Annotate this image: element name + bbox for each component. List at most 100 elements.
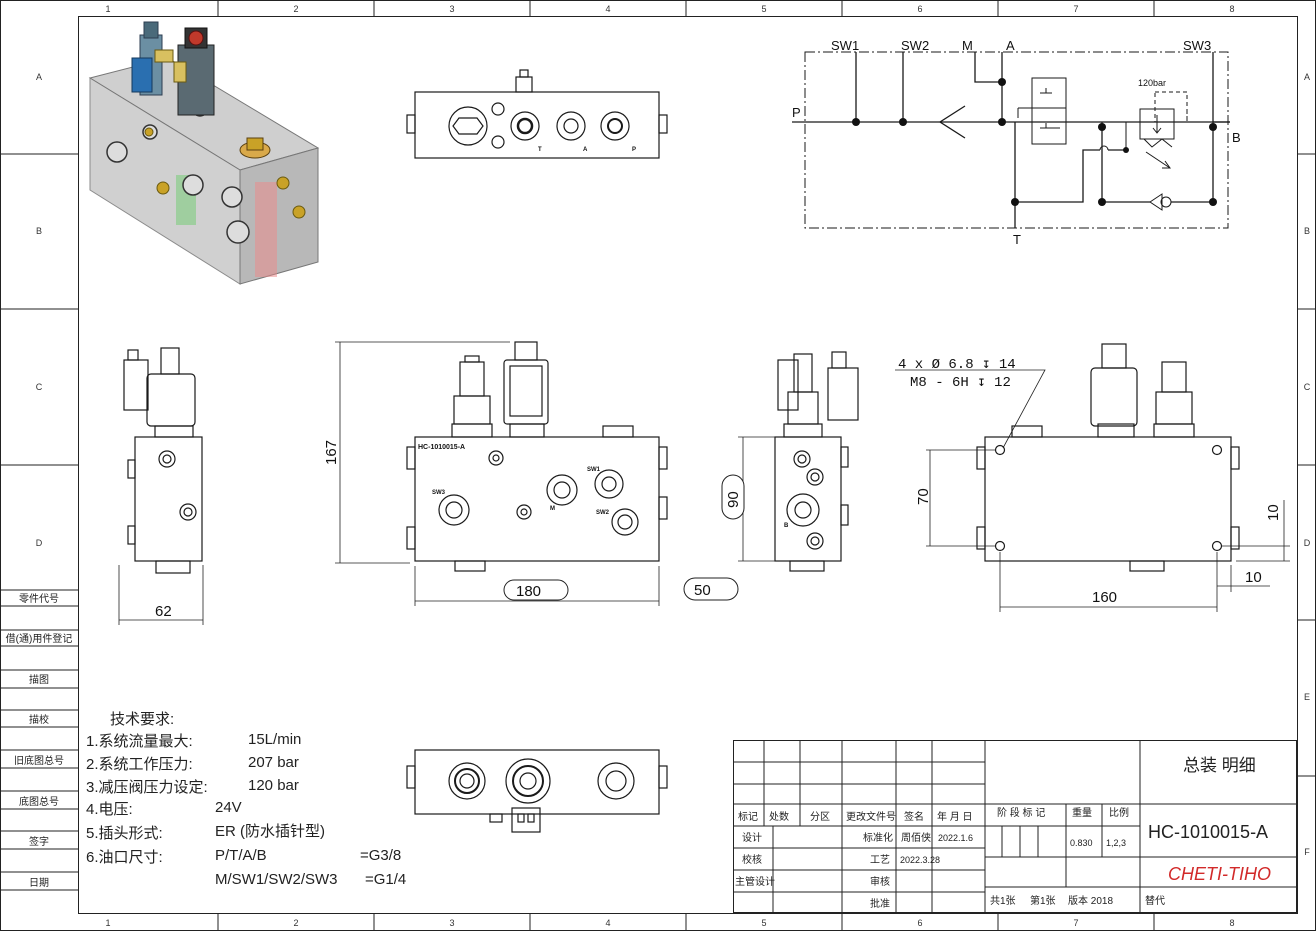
- port-size-1: =G3/8: [360, 847, 401, 864]
- row-label: B: [36, 226, 42, 236]
- strip-label: 旧底图总号: [14, 754, 64, 767]
- sheets-total: 共1张: [990, 895, 1016, 907]
- strip-label: 借(通)用件登记: [6, 632, 73, 645]
- dim-160: 160: [1092, 589, 1117, 606]
- col-label: 8: [1229, 918, 1234, 928]
- dim-50: 50: [694, 582, 711, 599]
- row-labels: A B C D A B C D E F: [36, 72, 1311, 857]
- hole-spec-line2: M8 - 6H ↧ 12: [910, 375, 1011, 391]
- row-label: A: [1304, 72, 1310, 82]
- col-label: 2: [293, 918, 298, 928]
- tech-value: P/T/A/B: [215, 847, 267, 864]
- brand-name: CHETI-TIHO: [1168, 864, 1271, 884]
- col-label: 3: [449, 918, 454, 928]
- tech-value: 24V: [215, 799, 242, 816]
- row-label: B: [1304, 226, 1310, 236]
- dim-180: 180: [516, 583, 541, 600]
- tech-label: 6.油口尺寸:: [86, 849, 163, 866]
- sw1-label: SW1: [831, 38, 859, 53]
- port-label-b: B: [784, 523, 789, 529]
- b-label: B: [1232, 130, 1241, 145]
- drawing-name: 总装 明细: [1183, 756, 1256, 775]
- schematic-junctions: [852, 78, 1217, 206]
- weight-label: 重量: [1072, 806, 1092, 819]
- dim-90: 90: [725, 491, 742, 508]
- sw3-label: SW3: [1183, 38, 1211, 53]
- pressure-label: 120bar: [1138, 78, 1166, 88]
- tech-title: 技术要求:: [110, 711, 174, 728]
- bottom-view: [406, 749, 668, 833]
- hdr-sign: 签名: [904, 810, 924, 823]
- port-label-m: M: [550, 506, 555, 512]
- strip-label: 零件代号: [19, 593, 59, 605]
- drawing-code: HC-1010015-A: [1148, 822, 1268, 842]
- dim-10-vertical: 10: [1265, 504, 1282, 521]
- front-view: [406, 341, 668, 572]
- strip-label: 签字: [29, 835, 49, 848]
- tech-value: ER (防水插针型): [215, 823, 325, 840]
- top-view-ports: T A P: [538, 147, 636, 153]
- tech-requirements: 技术要求: 1.系统流量最大: 15L/min 2.系统工作压力: 207 ba…: [86, 711, 406, 888]
- tech-label: 5.插头形式:: [86, 825, 163, 842]
- sw2-label: SW2: [901, 38, 929, 53]
- col-label: 6: [917, 918, 922, 928]
- col-label: 1: [105, 4, 110, 14]
- tech-label: 1.系统流量最大:: [86, 733, 193, 750]
- strip-label: 底图总号: [19, 795, 59, 808]
- right-side-view: [774, 351, 859, 572]
- strip-label: 日期: [29, 877, 49, 889]
- title-block: [733, 740, 1297, 913]
- std-label: 标准化: [863, 831, 893, 844]
- stage-mark: 阶 段 标 记: [997, 806, 1045, 819]
- port-label-sw2: SW2: [596, 510, 610, 516]
- col-label: 7: [1073, 918, 1078, 928]
- col-label: 6: [917, 4, 922, 14]
- replace-label: 替代: [1145, 894, 1165, 907]
- row-label: C: [36, 382, 43, 392]
- port-label-p: P: [632, 147, 636, 153]
- row-label: E: [1304, 692, 1310, 702]
- std-name: 周佰侠: [901, 831, 931, 844]
- m-label: M: [962, 38, 973, 53]
- col-label: 4: [605, 918, 610, 928]
- port-line-2: M/SW1/SW2/SW3: [215, 871, 338, 888]
- block-label: HC-1010015-A: [418, 444, 465, 451]
- port-label-sw1: SW1: [587, 467, 601, 473]
- iso-view: [88, 21, 320, 285]
- scale-label: 比例: [1109, 806, 1129, 819]
- hdr-zone: 分区: [810, 811, 830, 823]
- row-label: D: [36, 538, 43, 548]
- left-strip: 零件代号 借(通)用件登记 描图 描校 旧底图总号 底图总号 签字 日期: [0, 589, 78, 891]
- tech-value: 15L/min: [248, 731, 301, 748]
- top-view: [406, 69, 668, 159]
- col-label: 4: [605, 4, 610, 14]
- hole-spec-line1: 4 x Ø 6.8 ↧ 14: [898, 357, 1016, 373]
- port-label-t: T: [538, 147, 542, 153]
- t-label: T: [1013, 232, 1021, 247]
- col-label: 7: [1073, 4, 1078, 14]
- design-label: 设计: [742, 831, 762, 844]
- strip-label: 描图: [29, 673, 49, 686]
- dimension-texts: 167 180 62 90 50 70 160 10 10 4 x Ø 6.8 …: [155, 357, 1282, 620]
- dim-10-horizontal: 10: [1245, 569, 1262, 586]
- std-date: 2022.1.6: [938, 833, 973, 843]
- hdr-count: 处数: [769, 810, 789, 823]
- scale-value: 1,2,3: [1106, 838, 1126, 848]
- approve-label: 批准: [870, 897, 890, 910]
- row-label: D: [1304, 538, 1311, 548]
- hdr-mark: 标记: [738, 811, 758, 823]
- weight-value: 0.830: [1070, 838, 1093, 848]
- port-label-sw3: SW3: [432, 490, 446, 496]
- check-label: 校核: [742, 853, 762, 866]
- dim-167: 167: [323, 440, 340, 465]
- dimension-lines: [118, 341, 1290, 625]
- tech-label: 3.减压阀压力设定:: [86, 779, 208, 796]
- col-label: 5: [761, 918, 766, 928]
- left-side-view: [123, 347, 203, 574]
- process-date: 2022.3.28: [900, 855, 940, 865]
- front-view-labels: HC-1010015-A SW3 SW1 SW2 M: [418, 444, 610, 516]
- row-label: C: [1304, 382, 1311, 392]
- column-labels: 1 2 3 4 5 6 7 8 1 2 3 4 5 6 7 8: [105, 4, 1234, 928]
- title-block-text: 标记 处数 分区 更改文件号 签名 年 月 日 阶 段 标 记 重量 比例 0.…: [735, 756, 1271, 910]
- tech-label: 4.电压:: [86, 801, 133, 818]
